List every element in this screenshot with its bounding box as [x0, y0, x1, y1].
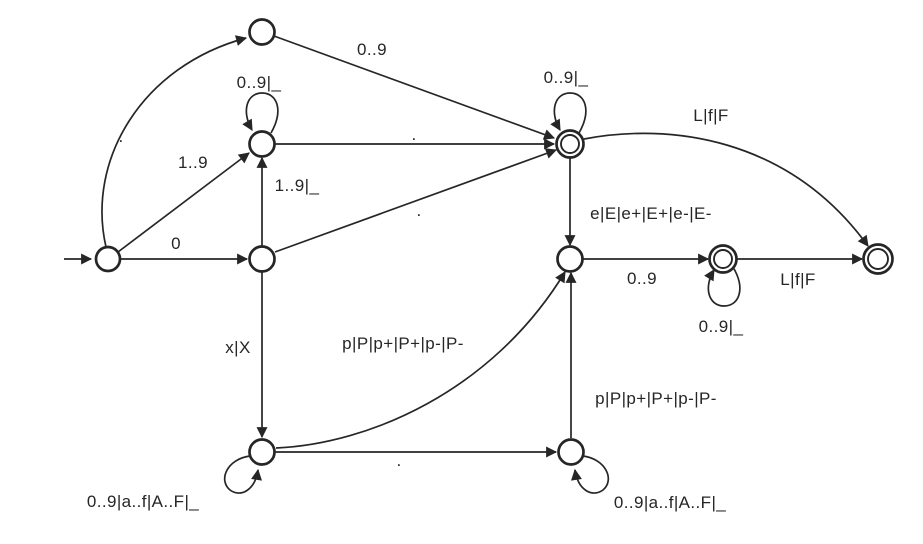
label-hex-fraction-to-exponent: p|P|p+|P+|p-|P- — [595, 389, 717, 408]
label-int-self-loop: 0..9|_ — [237, 73, 282, 92]
edge-start-to-int — [117, 152, 250, 253]
label-hex-to-exponent: p|P|p+|P+|p-|P- — [342, 334, 464, 353]
label-hex-self-loop: 0..9|a..f|A..F|_ — [87, 492, 199, 511]
edge-dot-seen-to-float — [273, 35, 556, 140]
state-suffix-inner-ring — [867, 248, 889, 270]
edge-float-to-suffix — [583, 132, 869, 247]
states — [94, 18, 894, 466]
edge-hex-to-exponent — [275, 271, 566, 449]
edge-start-to-dot-seen — [101, 35, 248, 248]
label-start-to-zero: 0 — [171, 234, 181, 253]
label-float-to-suffix: L|f|F — [693, 106, 728, 125]
label-zero-to-int: 1..9|_ — [275, 176, 320, 195]
state-dot-seen — [248, 18, 276, 46]
state-exponent — [556, 245, 584, 273]
label-zero-to-hex: x|X — [225, 338, 250, 357]
edge-zero-to-float — [274, 148, 558, 253]
edge-float-self-loop — [550, 92, 587, 134]
label-start-to-int: 1..9 — [178, 153, 208, 172]
state-start — [94, 245, 122, 273]
state-zero — [248, 245, 276, 273]
label-dot-seen-to-float: 0..9 — [357, 40, 387, 59]
label-start-to-dot-seen: . — [118, 127, 123, 146]
edge-exponent-digits-self-loop — [704, 266, 741, 307]
edge-labels: . 1..9 0 0..9 0..9|_ . 1..9|_ . 0..9|_ L… — [87, 40, 815, 512]
state-hex-fraction — [557, 438, 585, 466]
state-exponent-digits-inner-ring — [713, 249, 733, 269]
label-zero-to-float: . — [416, 201, 421, 220]
label-exponent-to-exponent-digits: 0..9 — [627, 269, 657, 288]
edges — [64, 35, 869, 494]
edge-hex-self-loop — [223, 455, 262, 494]
label-int-to-float: . — [411, 125, 416, 144]
state-hex — [248, 438, 276, 466]
label-hex-to-hex-fraction: . — [396, 451, 401, 470]
state-float-inner-ring — [560, 134, 580, 154]
label-exponent-digits-to-suffix: L|f|F — [780, 270, 815, 289]
edge-int-self-loop — [242, 92, 279, 134]
edge-hex-fraction-self-loop — [571, 455, 610, 494]
label-float-self-loop: 0..9|_ — [544, 68, 589, 87]
label-hex-fraction-self-loop: 0..9|a..f|A..F|_ — [614, 493, 726, 512]
state-int — [248, 130, 276, 158]
label-float-to-exponent: e|E|e+|E+|e-|E- — [590, 204, 712, 223]
label-exponent-digits-self-loop: 0..9|_ — [699, 317, 744, 336]
